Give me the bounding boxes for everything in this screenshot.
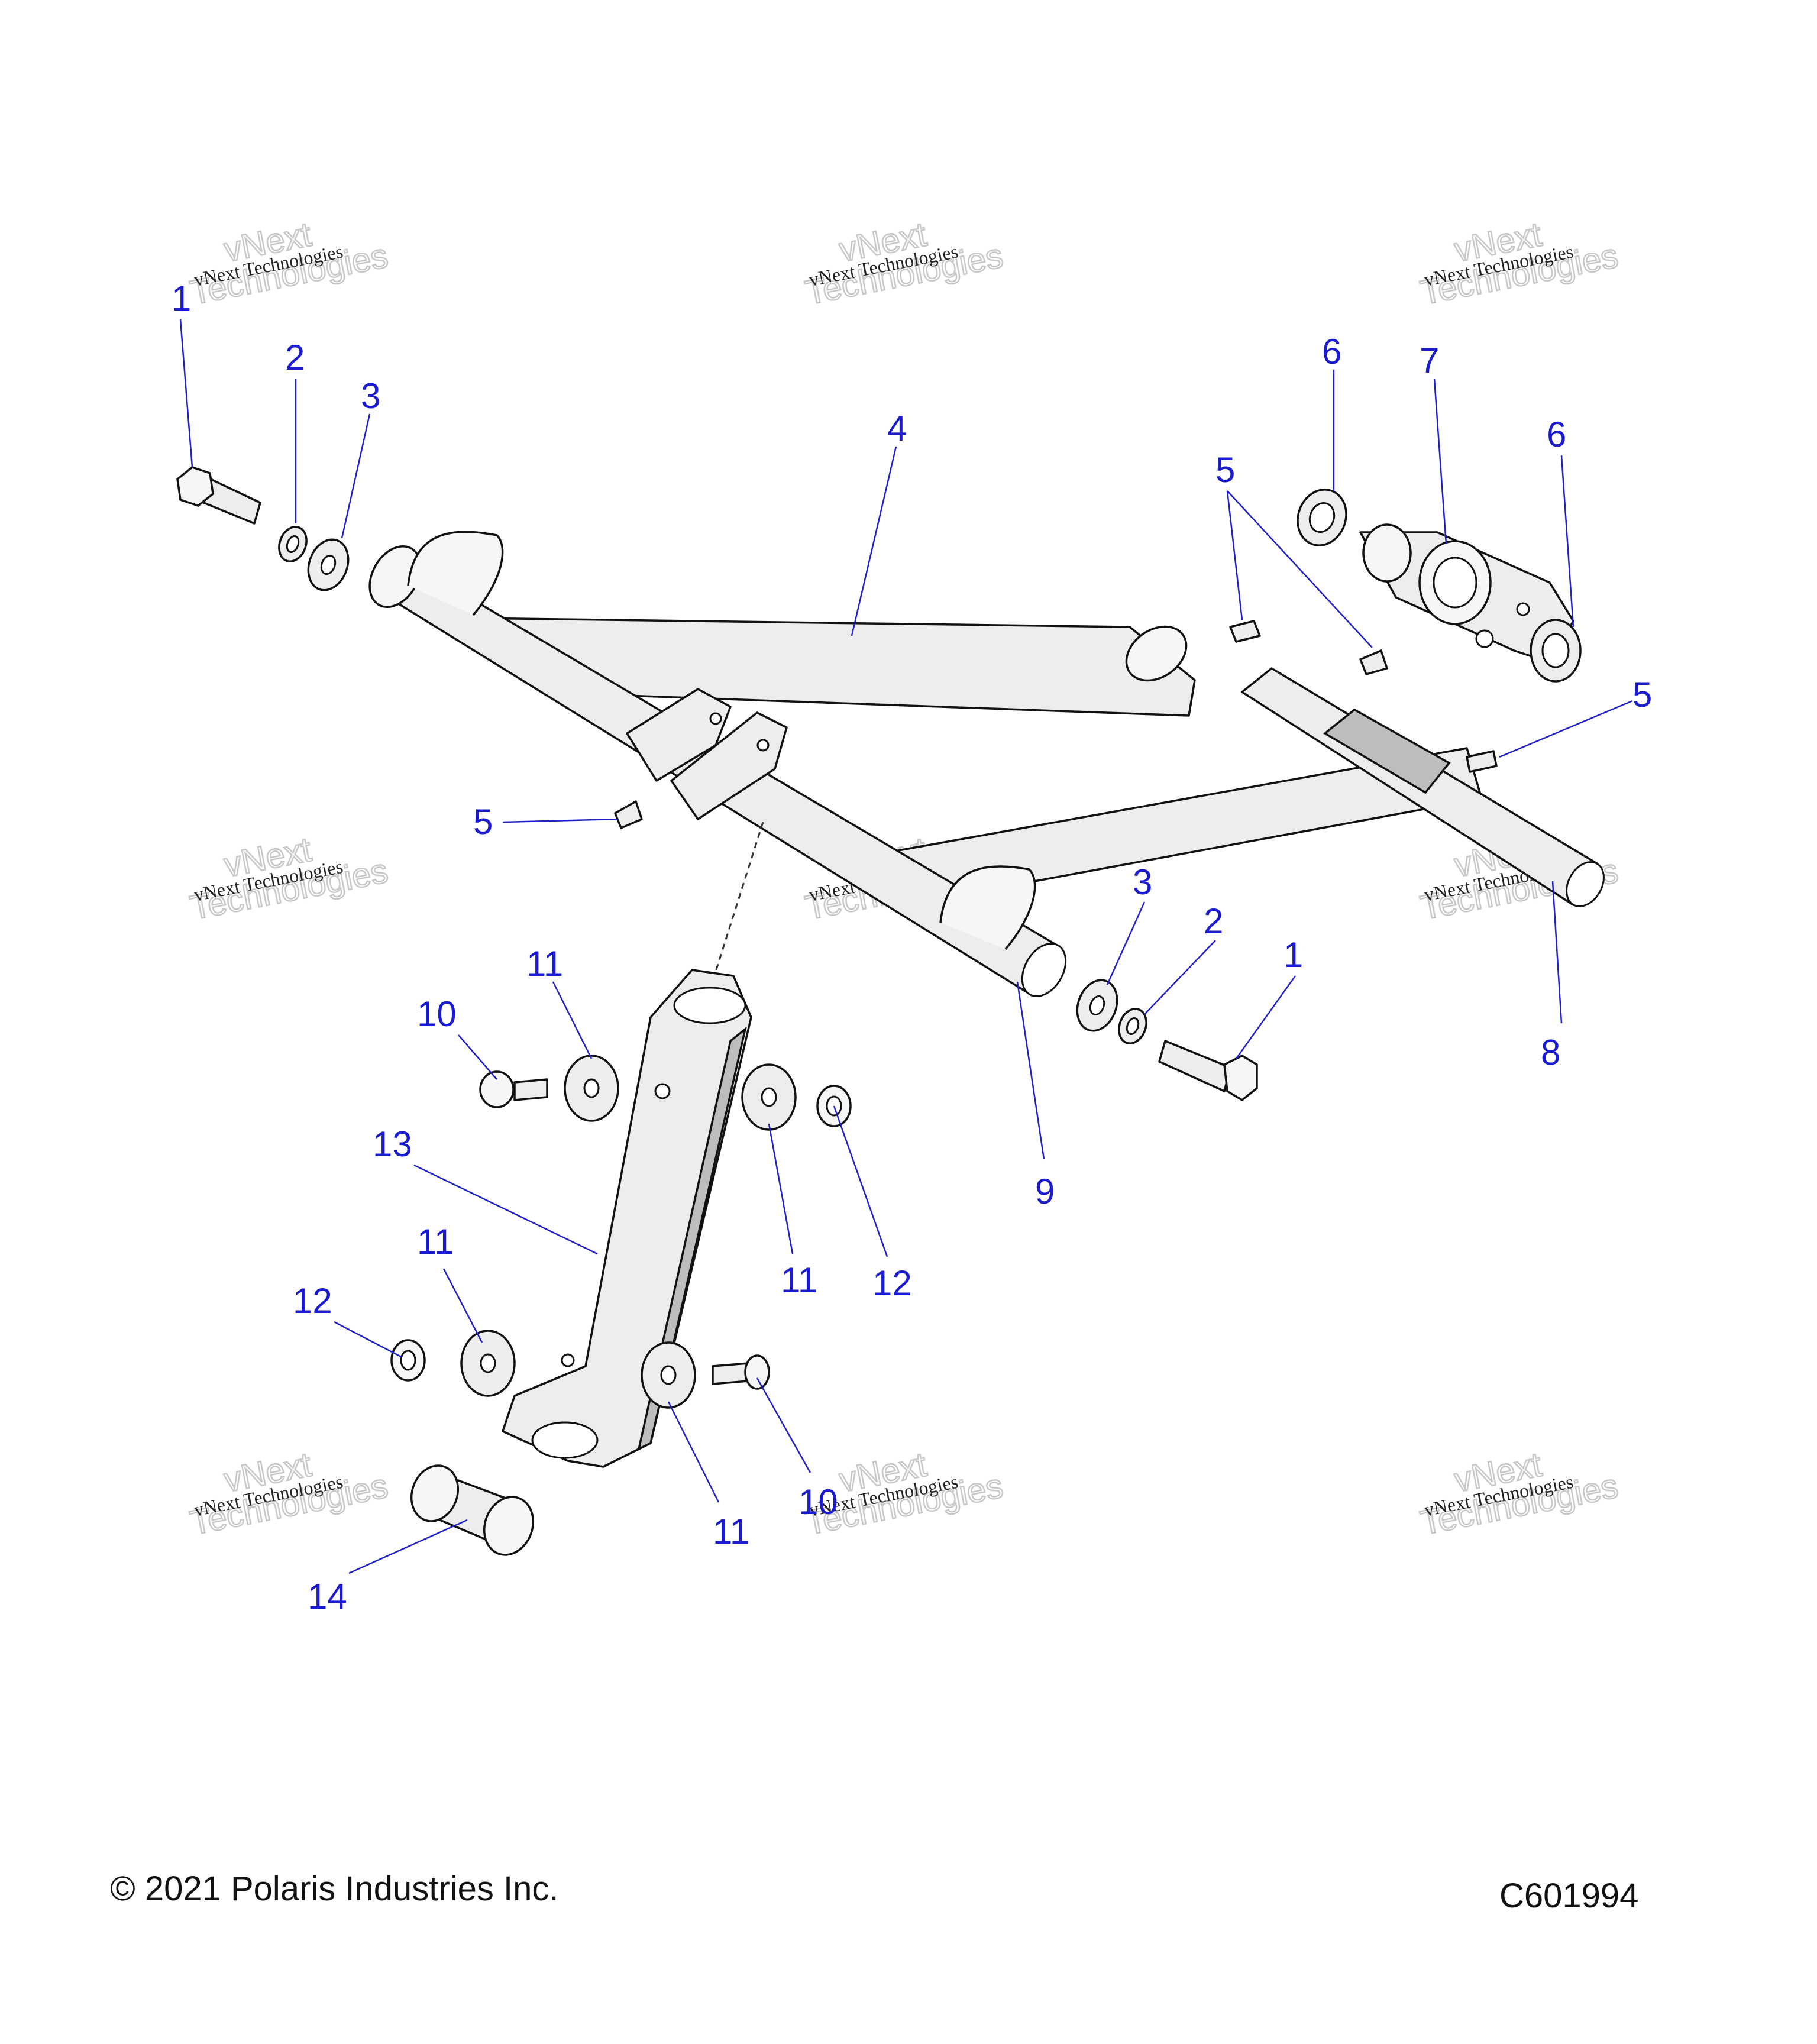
pivot-bracket-7 xyxy=(1359,523,1582,683)
callout-10-bottom: 10 xyxy=(798,1482,838,1522)
grease-fitting-5-c xyxy=(1466,750,1498,773)
grease-fitting-5-a xyxy=(1229,620,1261,643)
callout-11-bottom-right: 11 xyxy=(713,1512,749,1551)
callout-11-top-right: 11 xyxy=(781,1260,817,1300)
callout-4: 4 xyxy=(887,409,907,448)
callout-13: 13 xyxy=(373,1124,412,1164)
callout-7: 7 xyxy=(1420,341,1439,380)
callout-12-top: 12 xyxy=(872,1263,912,1303)
callout-1-top: 1 xyxy=(172,279,191,318)
watermark-middle-left: vNext Technologies vNext Technologies xyxy=(186,829,392,928)
nut-12-bottom xyxy=(390,1339,426,1382)
watermark-top-left: vNext Technologies vNext Technologies xyxy=(186,214,392,313)
bolt-1-bottom xyxy=(1158,1040,1258,1102)
watermark-bottom-left: vNext Technologies vNext Technologies xyxy=(186,1444,392,1543)
callout-2-top: 2 xyxy=(285,338,305,377)
callouts: 1 2 3 4 5 5 6 7 6 5 5 3 2 1 8 9 10 11 11… xyxy=(172,279,1652,1616)
callout-12-bottom: 12 xyxy=(293,1281,332,1321)
grease-fitting-5-b xyxy=(1359,649,1388,675)
bolt-1-top xyxy=(176,466,261,525)
callout-10-top: 10 xyxy=(417,994,457,1034)
bolt-10-bottom xyxy=(712,1354,770,1390)
watermark-bottom-right: vNext Technologies vNext Technologies xyxy=(1417,1444,1622,1543)
watermark-top-right: vNext Technologies vNext Technologies xyxy=(1417,214,1622,313)
watermark-top-center: vNext Technologies vNext Technologies xyxy=(801,214,1007,313)
copyright-text: © 2021 Polaris Industries Inc. xyxy=(110,1870,559,1908)
callout-11-bottom-left: 11 xyxy=(417,1222,454,1262)
callout-6-right: 6 xyxy=(1547,415,1566,454)
shock-mount-bracket-left xyxy=(626,688,732,782)
bolt-10-top xyxy=(479,1070,548,1108)
callout-1-bottom: 1 xyxy=(1283,935,1303,975)
bushing-14 xyxy=(410,1464,535,1556)
callout-5-upper: 5 xyxy=(1215,450,1235,490)
callout-11-top-left: 11 xyxy=(526,944,563,984)
a-arm-assembly xyxy=(368,531,1605,998)
shock-mount-bracket-right xyxy=(670,711,788,820)
leader-lines xyxy=(179,319,1633,1574)
grease-fitting-5-d xyxy=(614,800,643,829)
callout-5-left: 5 xyxy=(473,802,493,842)
callout-5-right: 5 xyxy=(1632,675,1652,714)
callout-3-bottom: 3 xyxy=(1133,862,1152,902)
lifting-loop-right xyxy=(939,865,1036,950)
link-arm-13 xyxy=(502,969,752,1468)
callout-6-left: 6 xyxy=(1322,332,1341,371)
callout-14: 14 xyxy=(308,1577,347,1616)
callout-8: 8 xyxy=(1541,1033,1560,1072)
diagram-id: C601994 xyxy=(1499,1877,1639,1915)
callout-9: 9 xyxy=(1035,1172,1055,1211)
callout-2-bottom: 2 xyxy=(1204,901,1223,941)
lifting-loop-left xyxy=(407,531,504,616)
callout-3-top: 3 xyxy=(361,376,380,416)
